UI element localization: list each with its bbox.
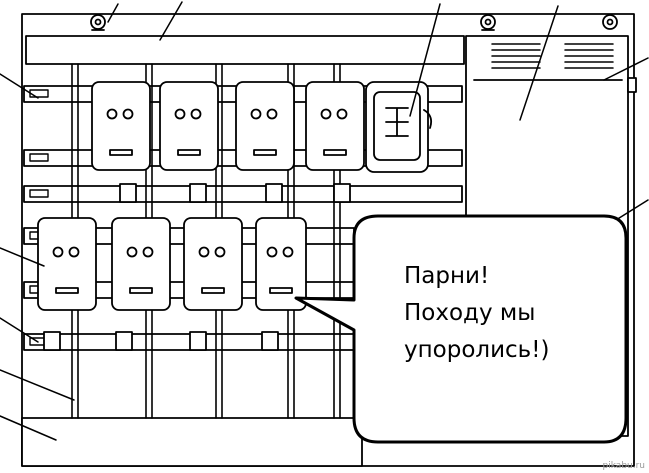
- vent-right: [564, 43, 614, 69]
- lifting-eye-right: [480, 14, 496, 31]
- meter-top-2: [159, 81, 219, 171]
- lifting-eye-corner: [602, 14, 618, 30]
- speech-bubble: [294, 214, 628, 444]
- bubble-line-1: Парни!: [404, 263, 490, 289]
- terminal-blocks: [43, 183, 351, 351]
- meter-top-1: [91, 81, 151, 171]
- cabinet-hinge: [627, 77, 637, 93]
- meter-bottom-2: [111, 217, 171, 311]
- vent-left: [491, 43, 541, 69]
- leader-lines: [0, 1, 649, 441]
- meter-bottom-1: [37, 217, 97, 311]
- bubble-line-3: упоролись!): [404, 337, 550, 363]
- meter-top-4: [305, 81, 365, 171]
- breaker-box: [365, 81, 433, 173]
- lifting-eye-left: [90, 14, 106, 31]
- bubble-line-2: Походу мы: [404, 300, 536, 326]
- top-beam: [25, 35, 465, 65]
- panel-base: [21, 417, 363, 467]
- meter-bottom-4: [255, 217, 307, 311]
- speech-bubble-text: Парни! Походу мы упоролись!): [404, 258, 614, 369]
- watermark: pikabu.ru: [602, 461, 645, 471]
- meter-bottom-3: [183, 217, 243, 311]
- meter-top-3: [235, 81, 295, 171]
